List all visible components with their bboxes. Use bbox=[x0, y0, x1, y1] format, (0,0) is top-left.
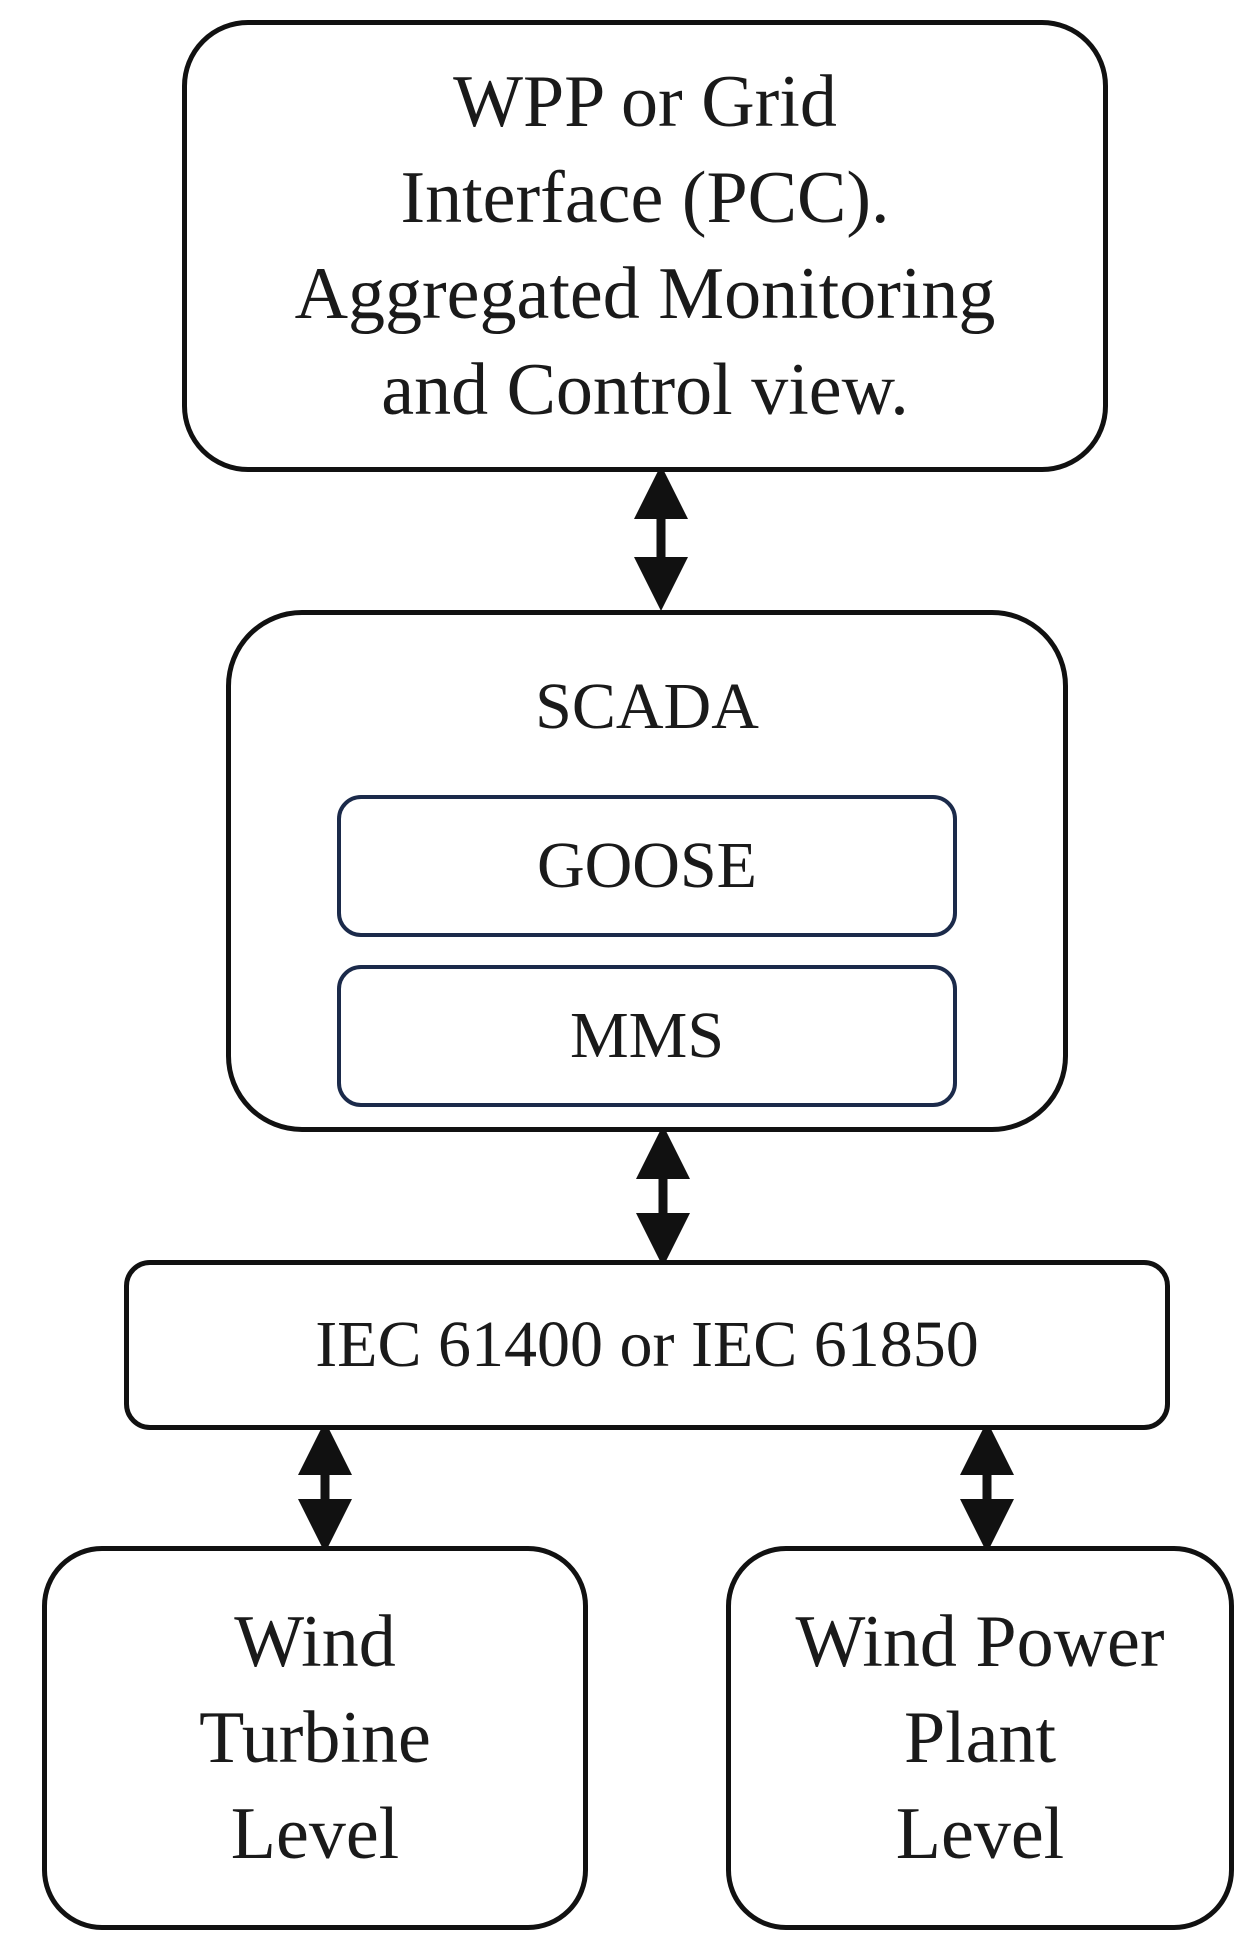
pcc-line-4: and Control view. bbox=[381, 349, 909, 431]
iec-standard-box: IEC 61400 or IEC 61850 bbox=[124, 1260, 1170, 1430]
goose-label: GOOSE bbox=[536, 829, 757, 902]
plant-line-1: Wind Power bbox=[795, 1601, 1165, 1683]
turbine-line-3: Level bbox=[230, 1793, 400, 1875]
pcc-interface-box: WPP or Grid Interface (PCC). Aggregated … bbox=[182, 20, 1108, 472]
goose-box: GOOSE bbox=[337, 795, 957, 937]
scada-title: SCADA bbox=[535, 670, 759, 743]
plant-line-3: Level bbox=[895, 1793, 1065, 1875]
wind-turbine-level-box: Wind Turbine Level bbox=[42, 1546, 588, 1930]
turbine-line-1: Wind bbox=[234, 1601, 396, 1683]
pcc-line-1: WPP or Grid bbox=[453, 61, 837, 143]
mms-box: MMS bbox=[337, 965, 957, 1107]
mms-label: MMS bbox=[569, 999, 725, 1072]
iec-label: IEC 61400 or IEC 61850 bbox=[315, 1308, 979, 1382]
turbine-line-2: Turbine bbox=[199, 1697, 431, 1779]
plant-line-2: Plant bbox=[903, 1697, 1057, 1779]
scada-box: SCADA GOOSE MMS bbox=[226, 610, 1068, 1132]
pcc-line-2: Interface (PCC). bbox=[400, 157, 890, 239]
pcc-line-3: Aggregated Monitoring bbox=[294, 253, 996, 335]
wind-power-plant-level-box: Wind Power Plant Level bbox=[726, 1546, 1234, 1930]
